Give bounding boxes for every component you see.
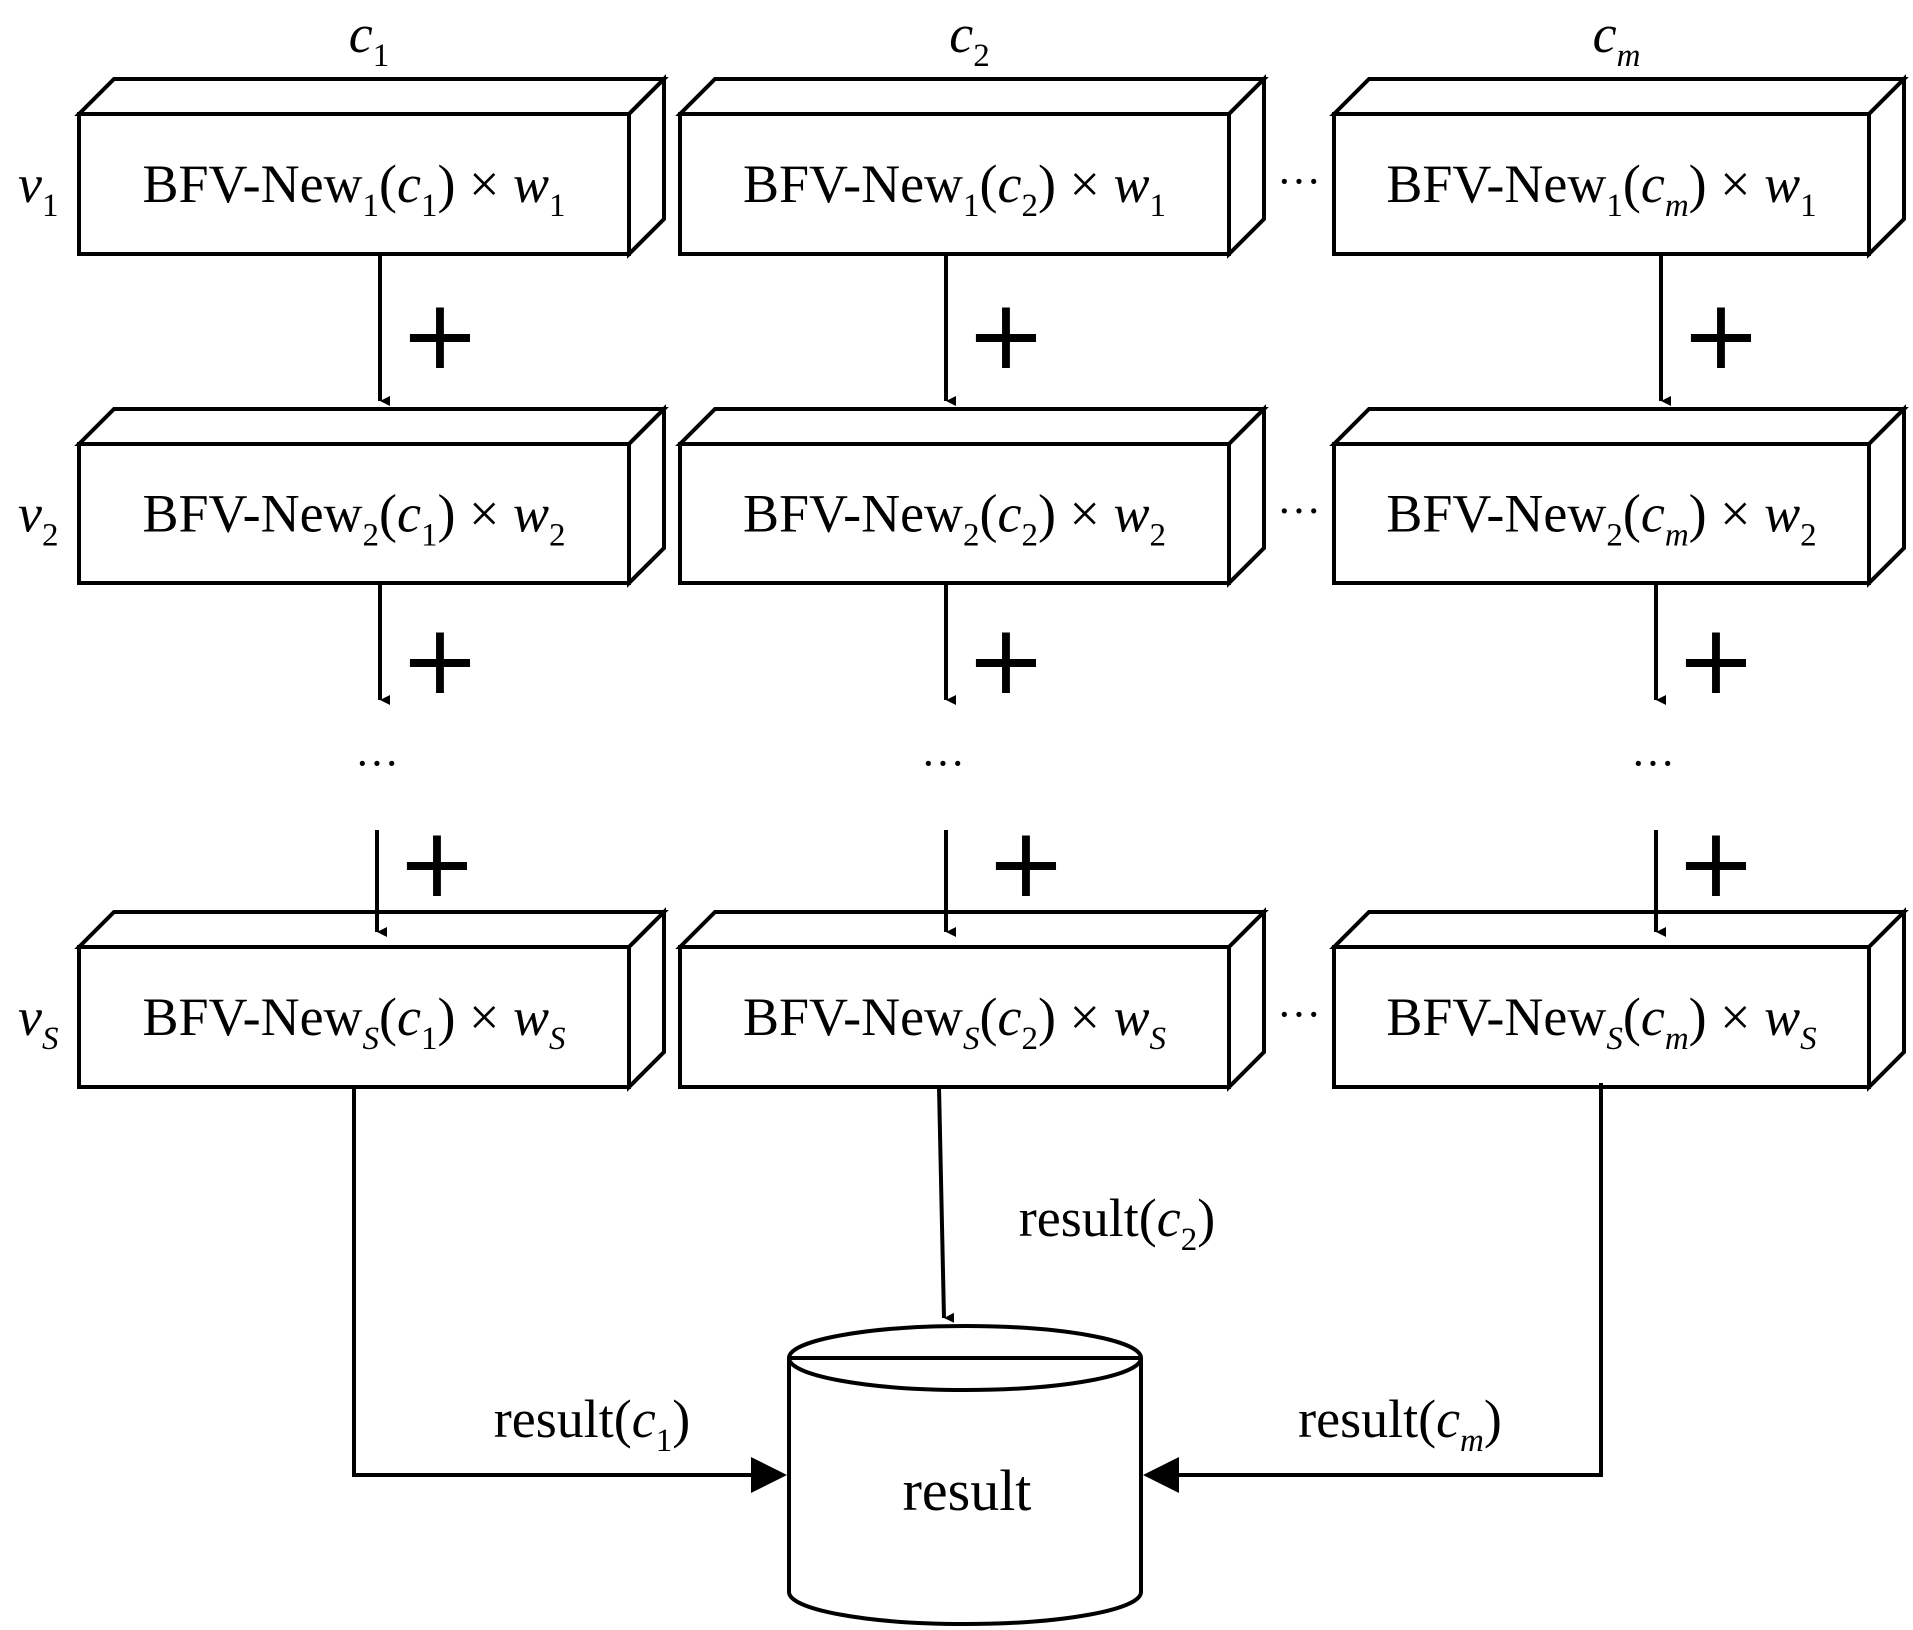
plus-sign: + <box>400 604 480 716</box>
box-top-face <box>74 407 669 446</box>
flow-layer <box>352 254 1671 1493</box>
plus-sign: + <box>966 279 1046 391</box>
database-body <box>787 1358 1143 1626</box>
row-label-3: vS <box>18 987 58 1057</box>
compute-box: BFV-New2(cm) × w2 <box>1329 404 1909 588</box>
database-layer: result <box>787 1324 1143 1626</box>
database-label: result <box>903 1458 1032 1523</box>
plus-sign: + <box>397 807 477 919</box>
box-top-face <box>675 910 1269 949</box>
result-label-2: result(c2) <box>1019 1188 1215 1258</box>
box-label: BFV-New2(c1) × w2 <box>143 484 566 554</box>
box-top-face <box>1329 407 1909 446</box>
plus-sign: + <box>1676 604 1756 716</box>
compute-box: BFV-NewS(c2) × wS <box>675 907 1269 1092</box>
box-top-face <box>1329 910 1909 949</box>
arrowhead-left-icon <box>1143 1457 1179 1493</box>
box-label: BFV-New2(c2) × w2 <box>743 484 1166 554</box>
boxes-layer: BFV-New1(c1) × w1 BFV-New1(c2) × w1 BFV-Ne… <box>74 74 1909 1092</box>
compute-box: BFV-New2(c1) × w2 <box>74 404 669 588</box>
compute-box: BFV-New1(c1) × w1 <box>74 74 669 259</box>
box-top-face <box>74 910 669 949</box>
box-label: BFV-New1(c2) × w1 <box>743 154 1166 224</box>
box-label: BFV-New1(cm) × w1 <box>1386 154 1816 224</box>
row-ellipsis: ··· <box>921 739 965 788</box>
result-flow-c2 <box>937 1086 955 1323</box>
result-label-3: result(cm) <box>1298 1389 1502 1459</box>
box-top-face <box>1329 77 1909 116</box>
box-label: BFV-NewS(c1) × wS <box>143 987 566 1057</box>
box-front-face <box>77 442 631 585</box>
plus-sign: + <box>400 279 480 391</box>
box-front-face <box>678 442 1231 585</box>
box-front-face <box>678 112 1231 256</box>
box-front-face <box>1332 945 1871 1089</box>
compute-box: BFV-NewS(cm) × wS <box>1329 907 1909 1092</box>
box-label: BFV-New1(c1) × w1 <box>143 154 566 224</box>
plus-sign: + <box>966 604 1046 716</box>
box-top-face <box>675 407 1269 446</box>
plus-sign: + <box>1681 279 1761 391</box>
result-database: result <box>787 1324 1143 1626</box>
box-label: BFV-New2(cm) × w2 <box>1386 484 1816 554</box>
column-header-2: c2 <box>949 4 989 74</box>
arrowhead-right-icon <box>751 1457 787 1493</box>
compute-box: BFV-New1(c2) × w1 <box>675 74 1269 259</box>
box-front-face <box>1332 112 1871 256</box>
column-header-3: cm <box>1593 4 1641 74</box>
row-ellipsis: ··· <box>355 739 399 788</box>
column-ellipsis: ··· <box>1277 990 1321 1039</box>
box-top-face <box>74 77 669 116</box>
result-flow-cm <box>1153 1083 1603 1477</box>
box-front-face <box>77 945 631 1089</box>
box-front-face <box>1332 442 1871 585</box>
box-label: BFV-NewS(c2) × wS <box>743 987 1166 1057</box>
compute-box: BFV-NewS(c1) × wS <box>74 907 669 1092</box>
column-ellipsis: ··· <box>1277 487 1321 536</box>
compute-box: BFV-New1(cm) × w1 <box>1329 74 1909 259</box>
result-flow-c1 <box>352 1087 777 1477</box>
box-front-face <box>678 945 1231 1089</box>
box-front-face <box>77 112 631 256</box>
plus-sign: + <box>986 807 1066 919</box>
plus-sign: + <box>1676 807 1756 919</box>
column-header-1: c1 <box>349 4 389 74</box>
row-ellipsis: ··· <box>1631 739 1675 788</box>
row-label-2: v2 <box>18 484 58 554</box>
box-label: BFV-NewS(cm) × wS <box>1386 987 1816 1057</box>
result-label-1: result(c1) <box>494 1389 690 1459</box>
compute-box: BFV-New2(c2) × w2 <box>675 404 1269 588</box>
row-label-1: v1 <box>18 154 58 224</box>
column-ellipsis: ··· <box>1277 157 1321 206</box>
box-top-face <box>675 77 1269 116</box>
